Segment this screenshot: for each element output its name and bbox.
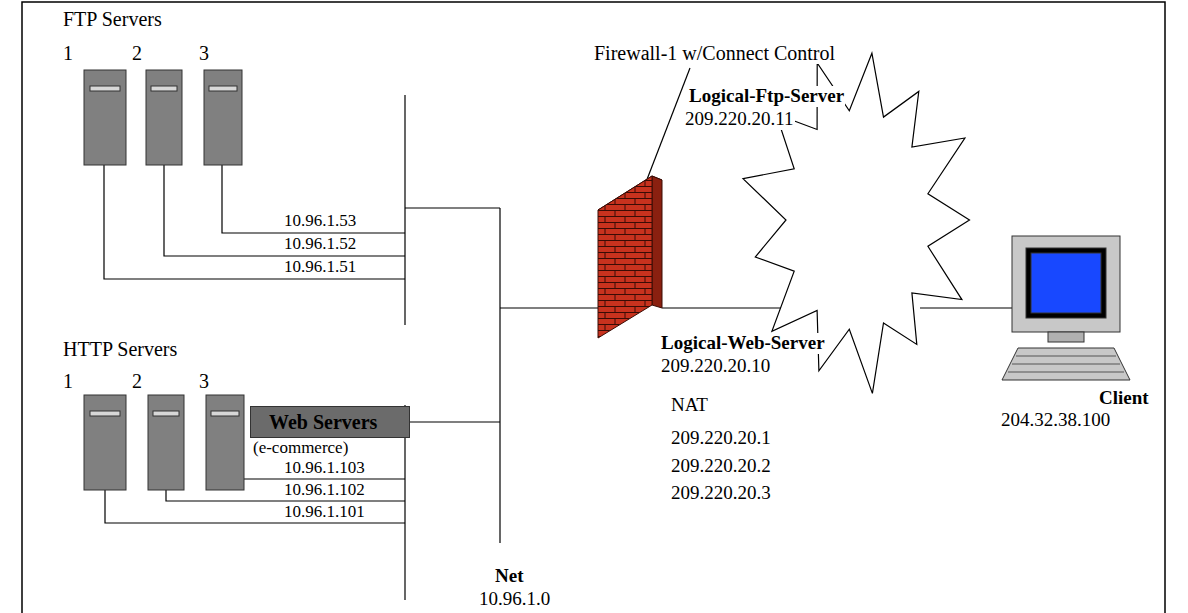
label-text: 3 — [198, 370, 210, 392]
label-text: 10.96.1.0 — [478, 589, 551, 610]
label-text: 10.96.1.53 — [283, 212, 357, 231]
label-text: 209.220.20.11 — [684, 109, 795, 130]
label-text: 10.96.1.102 — [283, 481, 366, 500]
label-text: 1 — [62, 370, 74, 392]
label-text: HTTP Servers — [62, 338, 178, 360]
label-text: 209.220.20.1 — [670, 428, 772, 449]
label-text: NAT — [670, 395, 709, 416]
label-text: 2 — [131, 370, 143, 392]
firewall-wall — [598, 176, 662, 338]
label-text: Logical-Ftp-Server — [688, 86, 845, 107]
label-text: 10.96.1.101 — [283, 503, 366, 522]
label-text: Firewall-1 w/Connect Control — [593, 42, 836, 64]
label-text: FTP Servers — [62, 8, 163, 30]
label-text: 209.220.20.3 — [670, 483, 772, 504]
label-text: Logical-Web-Server — [660, 333, 826, 354]
label-text: Client — [1098, 388, 1150, 409]
label-text: (e-commerce) — [252, 439, 349, 458]
label-text: 1 — [62, 42, 74, 64]
client-computer — [1002, 236, 1130, 380]
label-text: 10.96.1.52 — [283, 235, 357, 254]
frame — [22, 2, 1165, 613]
label-text: 204.32.38.100 — [1000, 410, 1111, 431]
label-text: 209.220.20.2 — [670, 456, 772, 477]
node-text: Web Servers — [251, 410, 409, 434]
label-text: 2 — [131, 42, 143, 64]
label-text: 3 — [198, 42, 210, 64]
server-towers — [84, 70, 244, 490]
label-text: 10.96.1.51 — [283, 258, 357, 277]
web-servers-box: Web Servers — [250, 406, 410, 438]
label-text: 10.96.1.103 — [283, 459, 366, 478]
label-text: 209.220.20.10 — [660, 356, 771, 377]
label-text: Net — [494, 566, 524, 587]
